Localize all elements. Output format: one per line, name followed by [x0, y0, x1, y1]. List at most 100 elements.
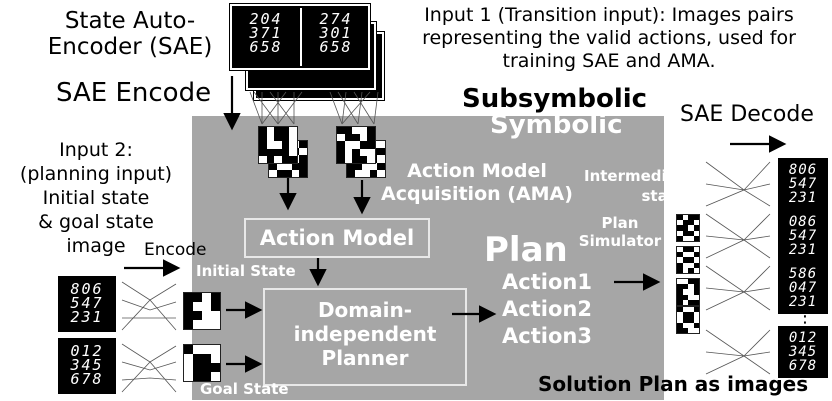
- bitmap-cell: [688, 289, 694, 295]
- bitmap-cell: [193, 372, 202, 381]
- bitmap-cell: [688, 312, 694, 318]
- bitmap-cell: [347, 162, 355, 170]
- bitmap-cell: [677, 230, 683, 236]
- bitmap-cell: [274, 155, 282, 163]
- bitmap-cell: [211, 363, 220, 372]
- bitmap-cell: [682, 284, 688, 290]
- bitmap-cell: [693, 307, 699, 313]
- bitmap-cell: [677, 257, 683, 263]
- latent-bitmap-before: [258, 126, 298, 164]
- bitmap-cell: [354, 162, 363, 170]
- bitmap-cell: [367, 155, 375, 163]
- bitmap-cell: [347, 169, 355, 177]
- bitmap-cell: [274, 127, 282, 135]
- decoded-state-image: 012 345 678: [778, 326, 828, 378]
- bitmap-cell: [677, 279, 683, 285]
- bitmap-cell: [202, 293, 211, 302]
- bitmap-cell: [688, 252, 694, 258]
- bitmap-cell: [682, 294, 688, 300]
- bitmap-cell: [193, 363, 202, 372]
- intermediate-state-bitmap: [676, 306, 700, 334]
- bitmap-cell: [688, 230, 694, 236]
- bitmap-cell: [202, 363, 211, 372]
- bitmap-cell: [299, 141, 307, 149]
- bitmap-cell: [269, 162, 277, 170]
- bitmap-cell: [677, 225, 683, 231]
- bitmap-cell: [688, 322, 694, 328]
- bitmap-cell: [693, 312, 699, 318]
- bitmap-cell: [359, 134, 368, 142]
- bitmap-cell: [693, 322, 699, 328]
- bitmap-cell: [202, 311, 211, 320]
- bitmap-cell: [352, 141, 360, 149]
- bitmap-cell: [677, 220, 683, 226]
- bitmap-cell: [688, 225, 694, 231]
- bitmap-cell: [677, 235, 683, 241]
- bitmap-cell: [337, 141, 345, 149]
- bitmap-cell: [291, 169, 300, 177]
- bitmap-cell: [281, 155, 290, 163]
- bitmap-cell: [367, 134, 375, 142]
- bitmap-cell: [202, 354, 211, 363]
- bitmap-cell: [693, 257, 699, 263]
- bitmap-cell: [344, 141, 353, 149]
- plan-action-1: Action1: [502, 270, 592, 294]
- bitmap-cell: [693, 220, 699, 226]
- bitmap-cell: [299, 169, 307, 177]
- bitmap-cell: [682, 322, 688, 328]
- bitmap-cell: [299, 162, 307, 170]
- bitmap-cell: [688, 294, 694, 300]
- bitmap-cell: [202, 345, 211, 354]
- sae-encode-label: SAE Encode: [56, 78, 212, 108]
- bitmap-cell: [184, 354, 193, 363]
- bitmap-cell: [337, 155, 345, 163]
- bitmap-cell: [682, 252, 688, 258]
- bitmap-cell: [281, 148, 290, 156]
- continuation-dots: ⋮: [796, 306, 814, 327]
- bitmap-cell: [281, 141, 290, 149]
- bitmap-cell: [211, 354, 220, 363]
- bitmap-cell: [362, 162, 370, 170]
- bitmap-cell: [202, 302, 211, 311]
- bitmap-cell: [677, 247, 683, 253]
- bitmap-cell: [184, 302, 193, 311]
- bitmap-cell: [688, 279, 694, 285]
- bitmap-cell: [352, 127, 360, 135]
- goal-state-image: 012 345 678: [58, 338, 116, 394]
- bitmap-cell: [682, 225, 688, 231]
- bitmap-cell: [693, 267, 699, 273]
- encoder-network-icon: [249, 91, 379, 125]
- bitmap-cell: [688, 257, 694, 263]
- bitmap-cell: [688, 284, 694, 290]
- bitmap-cell: [259, 127, 267, 135]
- bitmap-cell: [377, 155, 385, 163]
- action-model-box: Action Model: [244, 218, 430, 258]
- bitmap-cell: [693, 294, 699, 300]
- initial-state-image: 806 547 231: [58, 276, 116, 332]
- bitmap-cell: [677, 267, 683, 273]
- decoded-state-image: 806 547 231: [778, 158, 828, 210]
- bitmap-cell: [677, 327, 683, 333]
- bitmap-cell: [367, 141, 375, 149]
- transition-image-pair: 204 371 658 274 301 658: [229, 3, 371, 71]
- bitmap-cell: [688, 235, 694, 241]
- bitmap-cell: [344, 148, 353, 156]
- bitmap-cell: [284, 162, 292, 170]
- bitmap-cell: [344, 127, 353, 135]
- bitmap-cell: [369, 169, 378, 177]
- bitmap-cell: [693, 279, 699, 285]
- intermediate-state-bitmap: [676, 246, 700, 274]
- bitmap-cell: [193, 293, 202, 302]
- bitmap-cell: [677, 317, 683, 323]
- bitmap-cell: [677, 289, 683, 295]
- goal-state-label: Goal State: [200, 380, 289, 398]
- bitmap-cell: [682, 230, 688, 236]
- bitmap-cell: [693, 299, 699, 305]
- pair-divider: [300, 8, 302, 66]
- bitmap-cell: [284, 169, 292, 177]
- bitmap-cell: [193, 311, 202, 320]
- transition-input-caption: Input 1 (Transition input): Images pairs…: [422, 4, 796, 72]
- encoder-network-icon: [121, 281, 177, 393]
- bitmap-cell: [259, 141, 267, 149]
- bitmap-cell: [281, 127, 290, 135]
